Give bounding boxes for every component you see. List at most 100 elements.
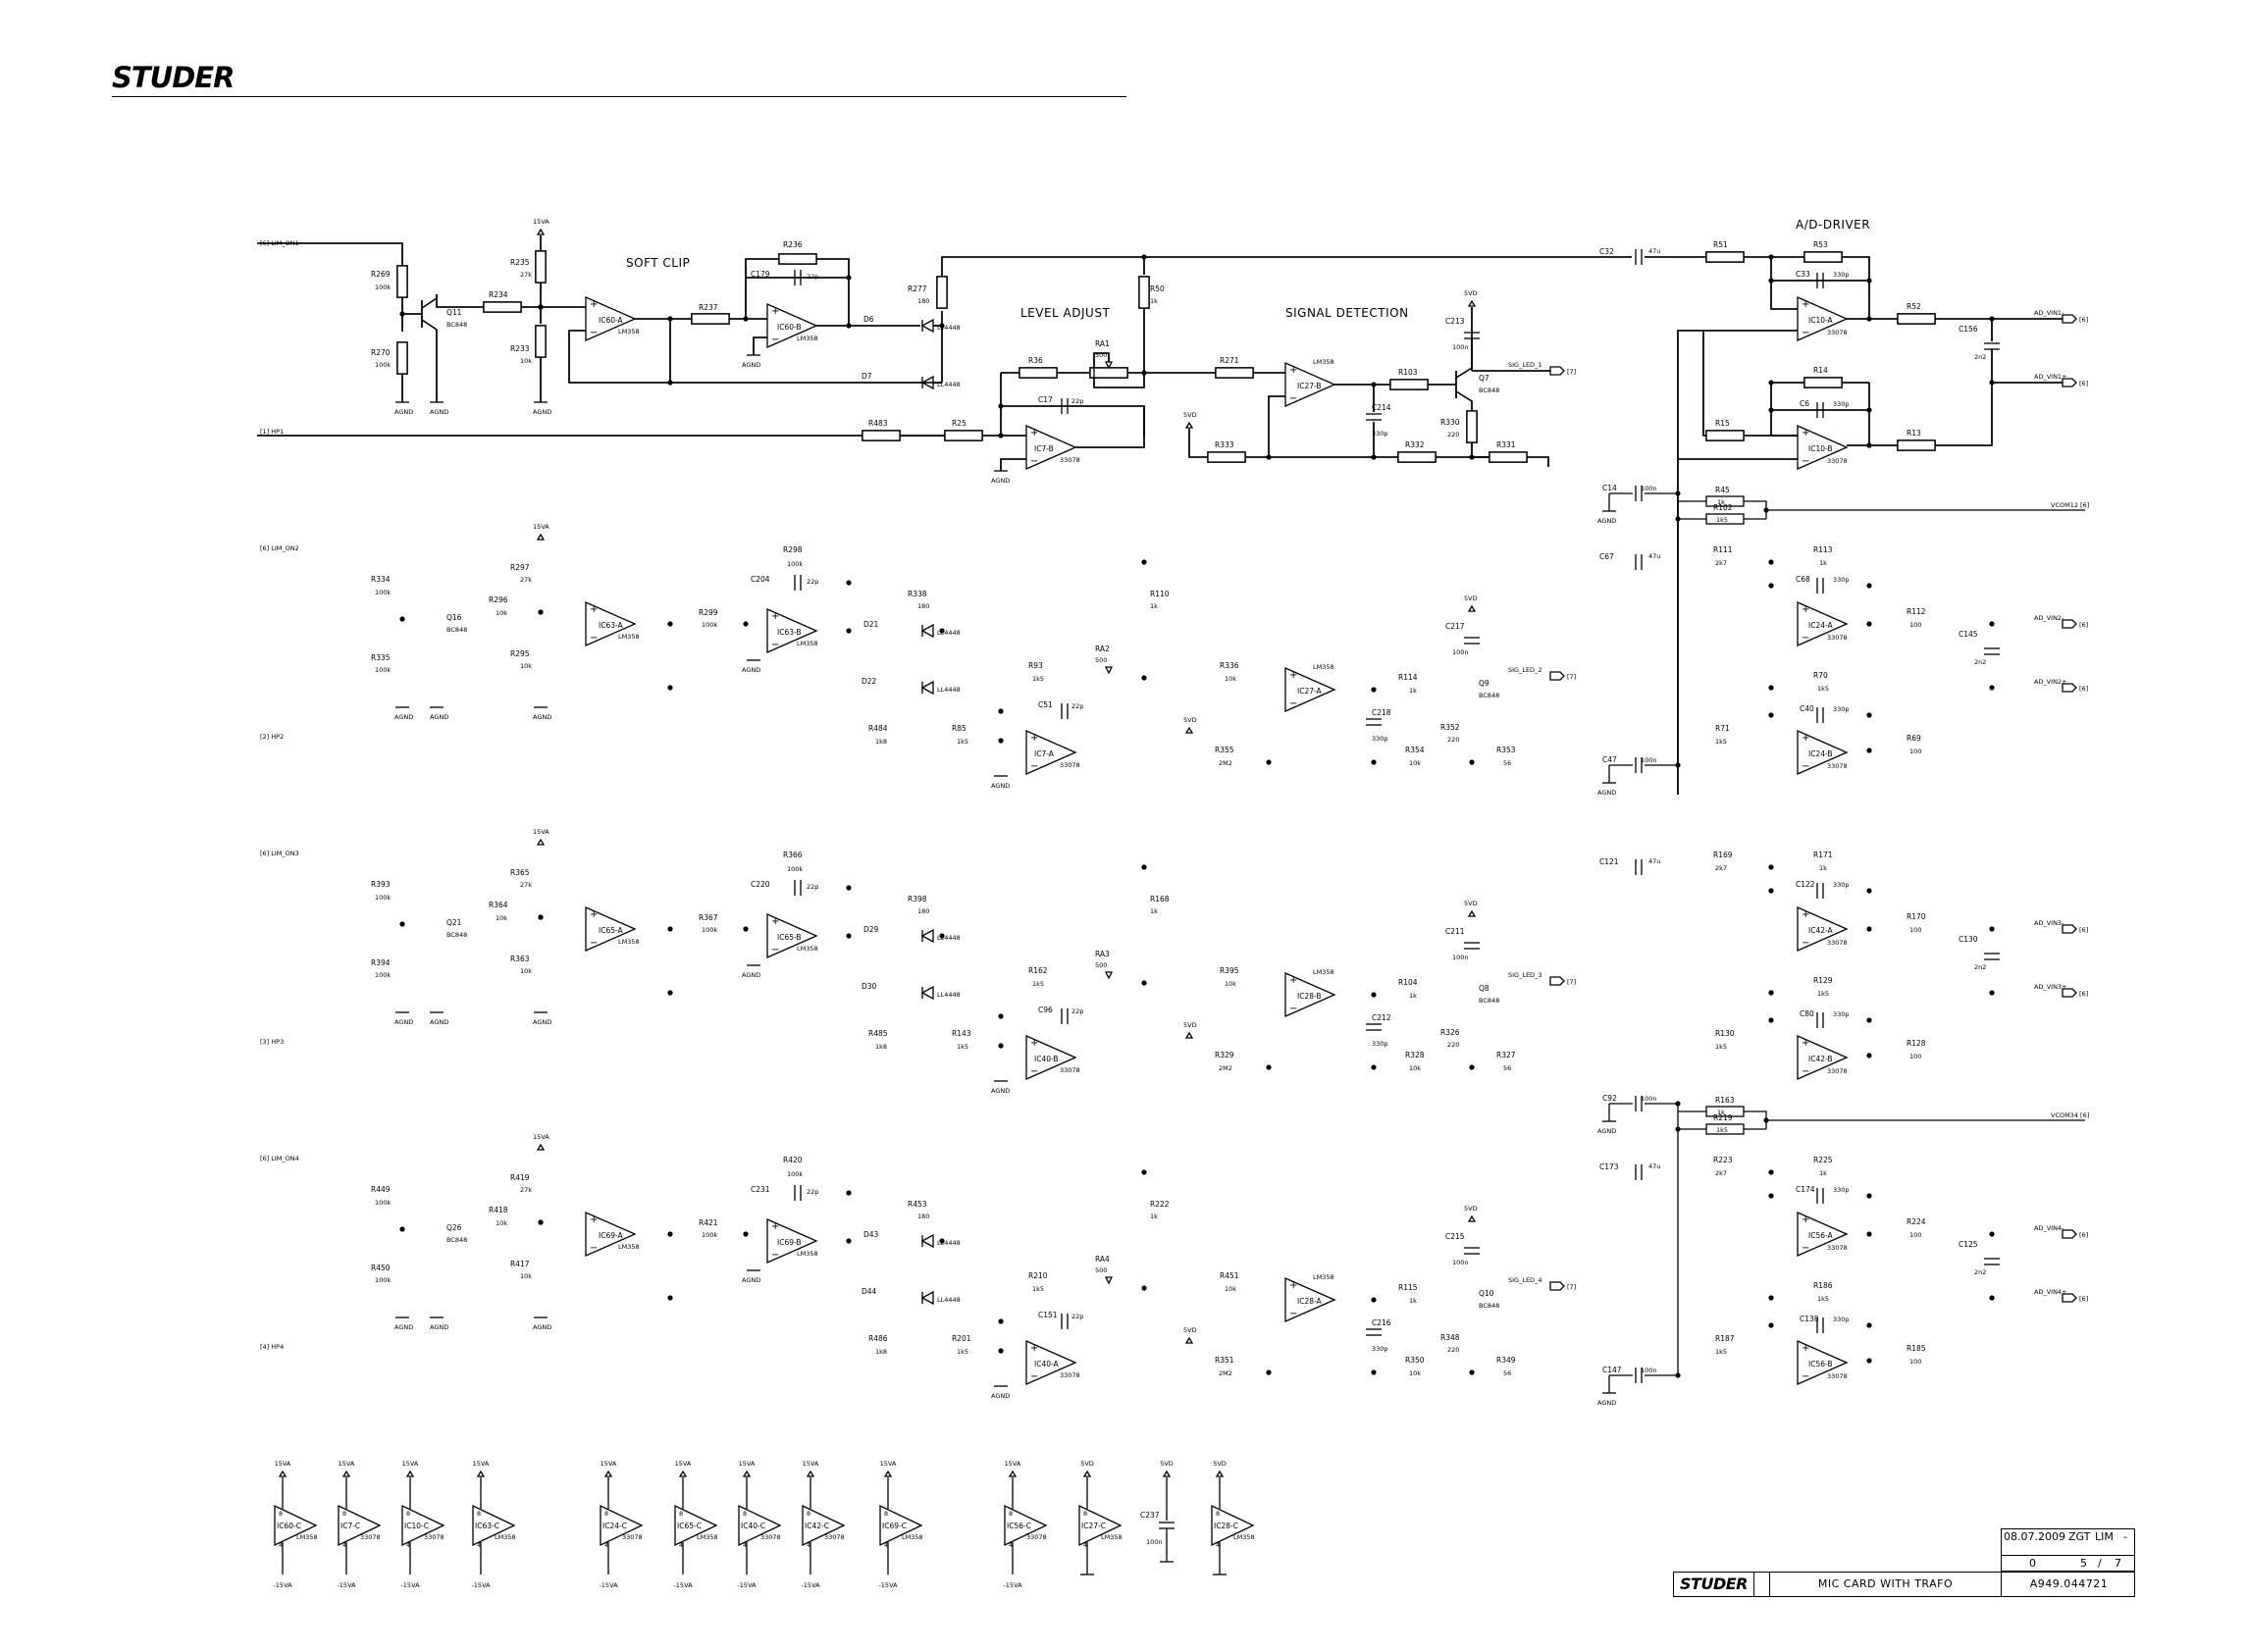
opamp-minus-sign: − [1802, 1243, 1809, 1254]
wire [421, 294, 438, 309]
label-r_hp2_v: 1k5 [957, 1348, 968, 1356]
junction-dot [1768, 888, 1774, 894]
label-r_emit: R353 [1496, 746, 1516, 754]
label-r_ref_v: 2M2 [1219, 1064, 1232, 1072]
opamp-minus-sign: − [771, 335, 779, 345]
label-in_hp: [1] HP1 [260, 428, 284, 436]
potentiometer-RA4 [1089, 367, 1128, 379]
pin-number: 8 [807, 1510, 810, 1518]
label-out_vin_pos: AD_VIN4+ [2034, 1288, 2067, 1296]
label-r_lvl_v: 1k [1150, 907, 1158, 915]
net-5vd: 5VD [1183, 716, 1197, 724]
label-r_base: R364 [489, 901, 508, 909]
wire [1935, 349, 1993, 446]
label-op_ad_type: 33078 [1827, 457, 1848, 465]
opamp-plus-sign: + [590, 909, 598, 920]
opamp-plus-sign: + [771, 916, 779, 927]
junction-dot [743, 1231, 749, 1237]
port-connector [2062, 683, 2077, 693]
label-op_b: IC69-B [777, 1238, 802, 1247]
label-q_type: BC848 [446, 1236, 467, 1244]
junction-dot [667, 621, 673, 627]
pin-number: 8 [884, 1510, 888, 1518]
opamp-IC69-B [766, 1218, 818, 1264]
junction-dot [1141, 980, 1147, 986]
label-r_mid: R237 [699, 303, 718, 312]
opamp-plus-sign: + [1030, 1343, 1038, 1354]
label-q_type: BC848 [446, 321, 467, 329]
label-d_type: LL4448 [937, 324, 961, 332]
label-r_out2: R185 [1907, 1344, 1926, 1353]
label-r_fb_v: 100k [787, 1170, 803, 1178]
label-op_lvl: IC40-B [1034, 1055, 1059, 1063]
resistor-R223 [1705, 251, 1745, 263]
label-power-unit: IC27-C [1081, 1522, 1106, 1530]
label-c_bot_v: 100n [1641, 1367, 1657, 1374]
opamp-plus-sign: + [1802, 428, 1809, 439]
label-r_div_bot: R450 [371, 1264, 391, 1272]
label-c_fb: C231 [751, 1185, 770, 1194]
junction-dot [998, 1013, 1004, 1019]
resistor-R348 [1466, 410, 1478, 443]
label-in_hp: [2] HP2 [260, 733, 284, 741]
wire [1000, 458, 1026, 471]
label-c_diff: C156 [1959, 325, 1978, 334]
label-r_hp1: R483 [868, 419, 888, 428]
junction-dot [1371, 992, 1377, 998]
label-power-unit: IC56-C [1007, 1522, 1031, 1530]
label-r_ad4: R130 [1715, 1029, 1735, 1038]
wire [1188, 429, 1209, 458]
label-c_5v: C213 [1445, 317, 1465, 326]
label-r_led: R352 [1440, 723, 1460, 732]
wire [1842, 256, 1870, 319]
label-out_vin_pos: AD_VIN1+ [2034, 373, 2067, 381]
junction-dot [846, 628, 852, 634]
label-r_det: R451 [1220, 1271, 1239, 1280]
label-c_ad1: C122 [1796, 880, 1815, 889]
junction-dot [1768, 1295, 1774, 1301]
label-in_lim: [6] LIM_ON3 [260, 850, 299, 857]
net-agnd: AGND [991, 1087, 1010, 1095]
label-r_clip: R398 [908, 895, 927, 903]
label-c_det: C218 [1372, 708, 1391, 717]
label-power-unit: IC40-C [741, 1522, 765, 1530]
wire [941, 256, 1632, 277]
label-r_det_out: R104 [1398, 978, 1418, 987]
pin-number: 4 [807, 1541, 810, 1549]
wire [941, 256, 1632, 277]
junction-dot [667, 685, 673, 691]
opamp-minus-sign: − [1802, 456, 1809, 467]
opamp-IC60-B [766, 303, 818, 348]
pin-number: 8 [1083, 1510, 1087, 1518]
rail-arrow [1215, 1470, 1225, 1477]
label-r_bias_bot: R417 [510, 1260, 530, 1268]
label-op_det_type: LM358 [1313, 358, 1334, 366]
label-d_top: D6 [863, 315, 874, 324]
net-agnd: AGND [394, 713, 413, 721]
opamp-IC40-B [1025, 1035, 1077, 1080]
label-r_hp2: R25 [952, 419, 967, 428]
junction-dot [1989, 990, 1995, 996]
label-c_ad1: C174 [1796, 1185, 1815, 1194]
label-r_det: R395 [1220, 966, 1239, 975]
label-r_mid: R421 [699, 1218, 718, 1227]
label-op_ad1: IC56-A [1808, 1231, 1834, 1240]
label-d_type: LL4448 [937, 991, 961, 999]
label-r_base: R296 [489, 595, 508, 604]
wire [1744, 500, 1767, 519]
label-r_out1_v: 100 [1909, 926, 1921, 934]
power-rail-top: 15VA [675, 1460, 692, 1468]
label-r_out1: R52 [1907, 302, 1921, 311]
resistor-R187 [1705, 430, 1745, 441]
label-c_fb: C179 [751, 270, 770, 279]
wire [568, 330, 942, 384]
label-r_ref: R333 [1215, 440, 1234, 449]
title-block-sheet: 5 [2080, 1557, 2087, 1570]
junction-dot [1866, 583, 1872, 589]
label-r_mid: R299 [699, 608, 718, 617]
label-r_mid_v: 100k [702, 926, 717, 934]
resistor-R450 [396, 341, 408, 375]
port-connector [1549, 671, 1565, 681]
wire [421, 319, 438, 402]
label-r_ad1_v: 2k7 [1715, 864, 1727, 872]
